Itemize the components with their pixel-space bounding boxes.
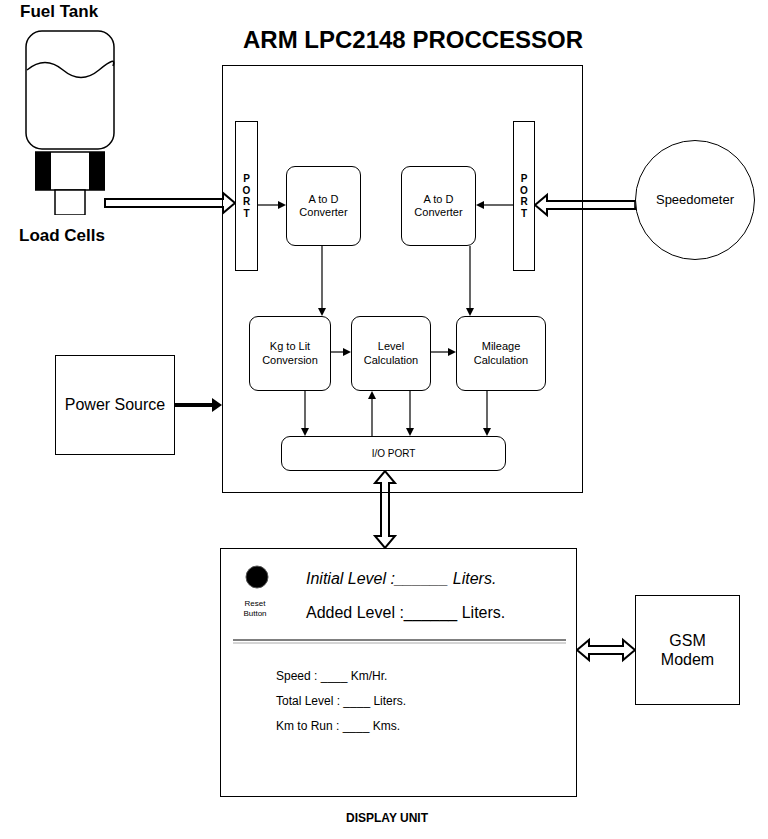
process-box: Kg to Lit Conversion [249,316,331,391]
box-text: PORT [519,173,529,219]
speedometer-circle: Speedometer [635,140,755,260]
processor-box: ARM LPC2148 PROCCESSORPORTA to D Convert… [222,65,583,493]
box-text: A to D Converter [402,193,475,219]
process-box: Level Calculation [351,316,431,391]
connector [301,391,309,436]
connector [258,201,286,209]
shape-label: Fuel Tank [20,2,98,22]
connector [406,391,414,436]
connector [318,246,326,316]
shape-label: ARM LPC2148 PROCCESSOR [243,26,583,55]
tank-outline [25,30,115,150]
connector [466,246,474,316]
box-text: Mileage Calculation [457,340,545,366]
fuel-tank: Fuel Tank [25,30,115,150]
shape-label: DISPLAY UNIT [346,811,428,825]
box-text: Speedometer [656,192,734,208]
box-text: Kg to Lit Conversion [250,340,330,366]
connector [476,201,513,209]
connector [431,348,456,356]
shape-label: Total Level : ____ Liters. [276,694,406,708]
connector [483,391,491,436]
connector [368,391,376,436]
shape-label: Km to Run : ____ Kms. [276,719,400,733]
load-cell-blocks [35,150,105,215]
shape-label: Added Level :______ Liters. [306,603,505,622]
box-text: Level Calculation [352,340,430,366]
box-text: I/O PORT [372,448,416,460]
shape-label: Load Cells [19,226,105,246]
shape-label: Reset Button [235,599,275,618]
power-box: Power Source [55,355,175,455]
connector [375,471,395,548]
box-text: A to D Converter [287,193,360,219]
box-text: GSM Modem [636,631,739,669]
box-text: Power Source [57,395,174,414]
gsm-box: GSM Modem [635,595,740,705]
connector [577,640,635,660]
connector [535,195,635,215]
shape-label: Initial Level :______ Liters. [306,569,496,588]
connector [331,348,351,356]
load-cells: Load Cells [35,150,105,215]
display-box: DISPLAY UNITReset ButtonInitial Level :_… [220,548,577,797]
box-text: PORT [242,173,252,219]
port-box: PORT [235,121,258,271]
shape-label: Speed : ____ Km/Hr. [276,669,387,683]
adc-box: A to D Converter [401,166,476,246]
port-box: PORT [513,121,535,271]
connector [175,398,222,412]
connector [105,193,235,213]
process-box: Mileage Calculation [456,316,546,391]
adc-box: A to D Converter [286,166,361,246]
io-port-box: I/O PORT [281,436,506,471]
